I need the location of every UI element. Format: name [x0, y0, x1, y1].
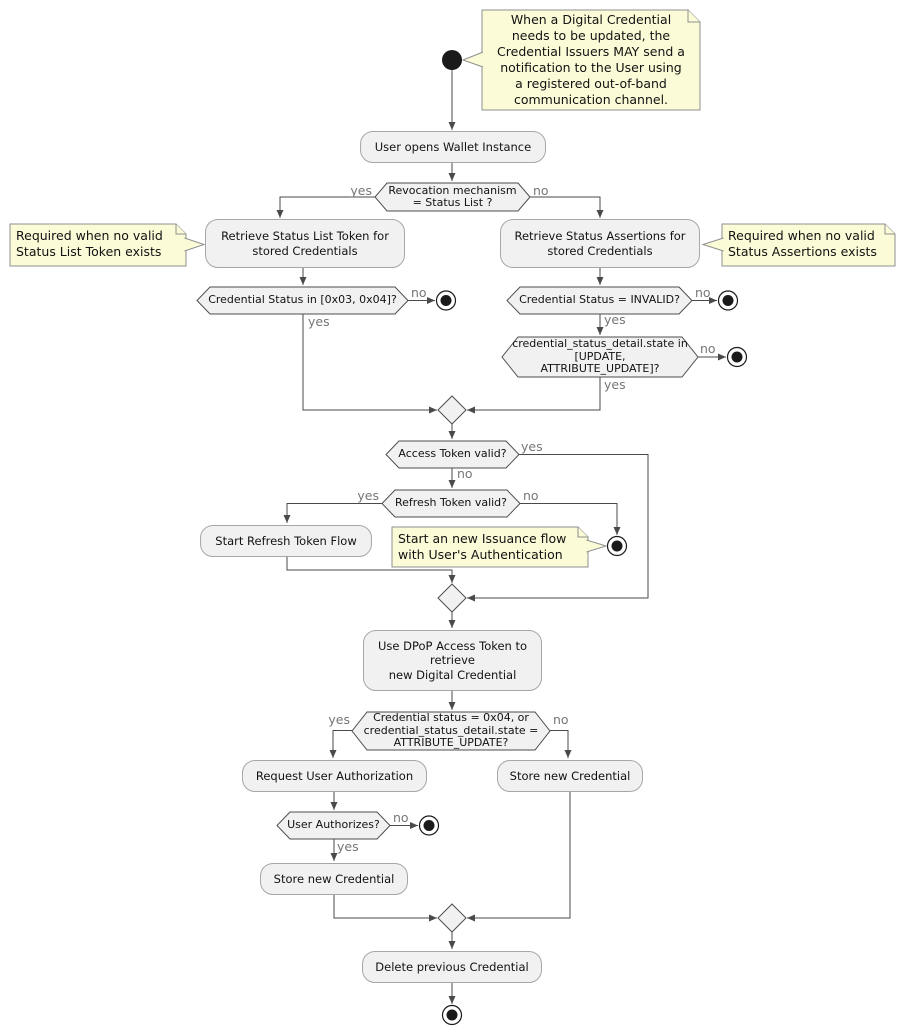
decision-shape-revocation-mechanism: [374, 182, 531, 212]
decision-refresh-token-valid: Refresh Token valid?: [382, 490, 520, 517]
activity-line: Retrieve Status List Token for: [221, 229, 389, 243]
note-update-notification: When a Digital Credential needs to be up…: [484, 12, 698, 108]
note-line: needs to be updated, the: [511, 28, 671, 43]
activity-retrieve-status-list: Retrieve Status List Token for stored Cr…: [205, 219, 405, 268]
note-line: Status Assertions exists: [728, 244, 877, 259]
edge-label-yes: yes: [350, 183, 372, 198]
decision-shape-status-invalid: [506, 286, 693, 315]
edge-label-yes: yes: [308, 314, 330, 329]
activity-line: stored Credentials: [547, 243, 653, 258]
note-line: a registered out-of-band: [515, 76, 667, 91]
decision-line: ATTRIBUTE_UPDATE]?: [540, 362, 660, 376]
note-line: notification to the User using: [500, 60, 682, 75]
note-line: Required when no valid: [728, 228, 875, 243]
activity-delete-previous: Delete previous Credential: [362, 951, 542, 983]
activity-line: Use DPoP Access Token to: [377, 638, 528, 653]
activity-line: Store new Credential: [509, 768, 631, 783]
end-node-user-authorizes-no: [418, 815, 440, 836]
activity-use-dpop: Use DPoP Access Token to retrieve new Di…: [363, 630, 542, 691]
note-line: Credential Issuers MAY send a: [497, 44, 685, 59]
note-status-list-required: Required when no valid Status List Token…: [16, 228, 163, 260]
decision-shape-user-authorizes: [276, 811, 391, 840]
edge-label-no: no: [695, 285, 711, 300]
activity-line: User opens Wallet Instance: [374, 139, 532, 154]
decision-line: Access Token valid?: [398, 447, 507, 461]
activity-line: Delete previous Credential: [375, 959, 529, 974]
decision-user-authorizes: User Authorizes?: [277, 812, 390, 839]
decision-line: credential_status_detail.state =: [363, 723, 539, 737]
note-shape-status-assertions-required: [701, 223, 896, 267]
decision-line: Credential Status in [0x03, 0x04]?: [208, 293, 397, 307]
edge-label-no: no: [533, 183, 549, 198]
edge-label-yes: yes: [521, 439, 543, 454]
end-node-status-invalid-no: [717, 290, 739, 311]
activity-store-credential-right: Store new Credential: [497, 760, 643, 792]
end-node-status-in-range-no: [435, 290, 457, 311]
decision-shape-access-token-valid: [385, 440, 520, 469]
merge-diamond-bottom: [437, 903, 467, 933]
note-line: Required when no valid: [16, 228, 163, 243]
note-shape-status-list-required: [9, 223, 206, 267]
note-new-issuance: Start an new Issuance flow with User's A…: [398, 531, 566, 563]
decision-line: = Status List ?: [412, 196, 493, 209]
note-shape-update-notification: [461, 9, 701, 111]
edge-label-no: no: [700, 341, 716, 356]
edge-label-no: no: [523, 488, 539, 503]
edge-label-no: no: [411, 285, 427, 300]
activity-open-wallet: User opens Wallet Instance: [360, 131, 546, 163]
end-node-new-issuance: [606, 535, 628, 557]
activity-line: Retrieve Status Assertions for: [514, 229, 686, 243]
activity-request-authorization: Request User Authorization: [242, 760, 427, 792]
note-line: with User's Authentication: [398, 547, 563, 562]
decision-access-token-valid: Access Token valid?: [386, 441, 519, 468]
start-node: [442, 50, 462, 70]
decision-shape-detail-state: [501, 336, 699, 378]
decision-line: Revocation mechanism: [388, 183, 517, 197]
decision-shape-refresh-token-valid: [381, 489, 521, 518]
note-line: Status List Token exists: [16, 244, 162, 259]
decision-status-in-range: Credential Status in [0x03, 0x04]?: [197, 287, 408, 314]
edge-label-yes: yes: [328, 712, 350, 727]
activity-retrieve-status-assertions: Retrieve Status Assertions for stored Cr…: [500, 219, 700, 268]
note-shape-new-issuance: [391, 526, 608, 568]
edge-label-yes: yes: [604, 312, 626, 327]
decision-revocation-mechanism: Revocation mechanism = Status List ?: [375, 183, 530, 211]
flow-edges: [276, 70, 726, 1004]
activity-line: new Digital Credential: [388, 667, 517, 682]
note-line: communication channel.: [513, 92, 669, 107]
note-line: When a Digital Credential: [510, 12, 672, 27]
activity-start-refresh-flow: Start Refresh Token Flow: [200, 525, 372, 557]
decision-detail-state: credential_status_detail.state in [UPDAT…: [502, 337, 698, 377]
final-node: [441, 1004, 463, 1026]
edge-label-yes: yes: [357, 488, 379, 503]
decision-line: Credential Status = INVALID?: [519, 293, 680, 307]
decision-line: User Authorizes?: [287, 818, 380, 832]
activity-line: Start Refresh Token Flow: [215, 533, 357, 548]
decision-shape-credential-status-0x04: [351, 711, 551, 751]
decision-status-invalid: Credential Status = INVALID?: [507, 287, 692, 314]
decision-line: credential_status_detail.state in: [512, 337, 688, 351]
decision-credential-status-0x04: Credential status = 0x04, or credential_…: [352, 712, 550, 750]
edge-label-no: no: [457, 466, 473, 481]
decision-line: [UPDATE,: [574, 349, 626, 363]
activity-line: Store new Credential: [273, 871, 395, 886]
decision-line: Refresh Token valid?: [394, 496, 507, 510]
end-node-detail-state-no: [726, 346, 748, 368]
edge-label-yes: yes: [604, 377, 626, 392]
edge-label-no: no: [393, 810, 409, 825]
merge-diamond-middle: [437, 583, 467, 613]
note-line: Start an new Issuance flow: [398, 531, 567, 546]
decision-line: Credential status = 0x04, or: [373, 711, 529, 725]
activity-line: stored Credentials: [252, 243, 358, 258]
activity-line: retrieve: [430, 653, 475, 668]
note-status-assertions-required: Required when no valid Status Assertions…: [728, 228, 877, 260]
edge-label-yes: yes: [337, 839, 359, 854]
decision-shape-status-in-range: [196, 286, 409, 315]
decision-line: ATTRIBUTE_UPDATE?: [393, 736, 509, 750]
merge-diamond-top: [437, 395, 467, 425]
activity-line: Request User Authorization: [255, 768, 414, 783]
edge-label-no: no: [553, 712, 569, 727]
activity-store-credential-left: Store new Credential: [260, 863, 408, 895]
